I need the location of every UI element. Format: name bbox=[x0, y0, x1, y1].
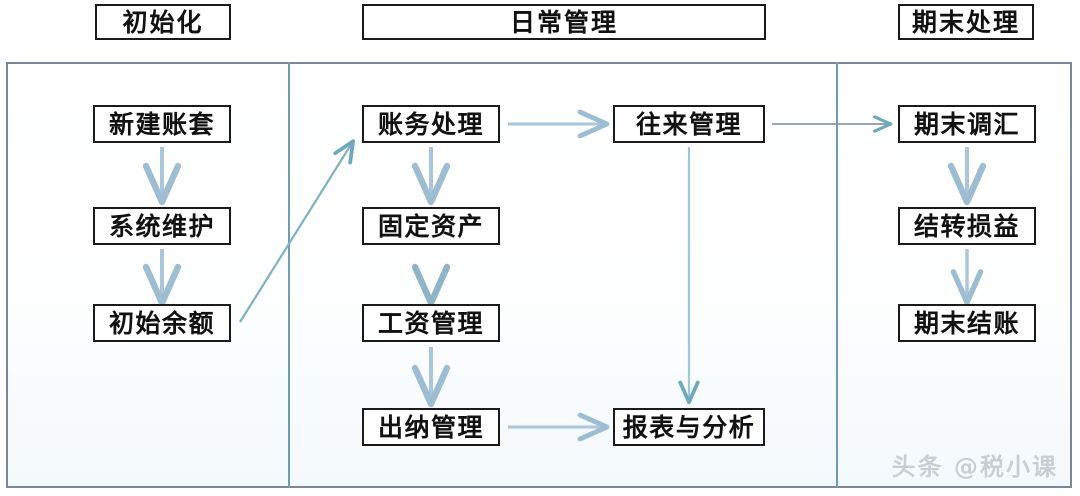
node-fixed-assets[interactable]: 固定资产 bbox=[362, 207, 500, 245]
phase-header-period-end: 期末处理 bbox=[898, 4, 1034, 40]
node-reports-analysis[interactable]: 报表与分析 bbox=[613, 408, 765, 446]
node-cashier[interactable]: 出纳管理 bbox=[362, 408, 500, 446]
node-accounting[interactable]: 账务处理 bbox=[362, 105, 500, 143]
node-fx-adjustment[interactable]: 期末调汇 bbox=[898, 105, 1036, 143]
node-period-closing[interactable]: 期末结账 bbox=[898, 304, 1036, 342]
node-system-maintain[interactable]: 系统维护 bbox=[93, 207, 231, 245]
node-new-account-set[interactable]: 新建账套 bbox=[93, 105, 231, 143]
watermark: 头条 @税小课 bbox=[891, 453, 1058, 481]
node-receivables[interactable]: 往来管理 bbox=[613, 105, 765, 143]
node-opening-balance[interactable]: 初始余额 bbox=[93, 304, 231, 342]
column-divider-right bbox=[836, 62, 838, 488]
node-profit-carryover[interactable]: 结转损益 bbox=[898, 207, 1036, 245]
phase-header-initialization: 初始化 bbox=[95, 4, 231, 40]
node-payroll[interactable]: 工资管理 bbox=[362, 304, 500, 342]
column-divider-left bbox=[288, 62, 290, 488]
phase-header-daily-management: 日常管理 bbox=[362, 4, 766, 40]
